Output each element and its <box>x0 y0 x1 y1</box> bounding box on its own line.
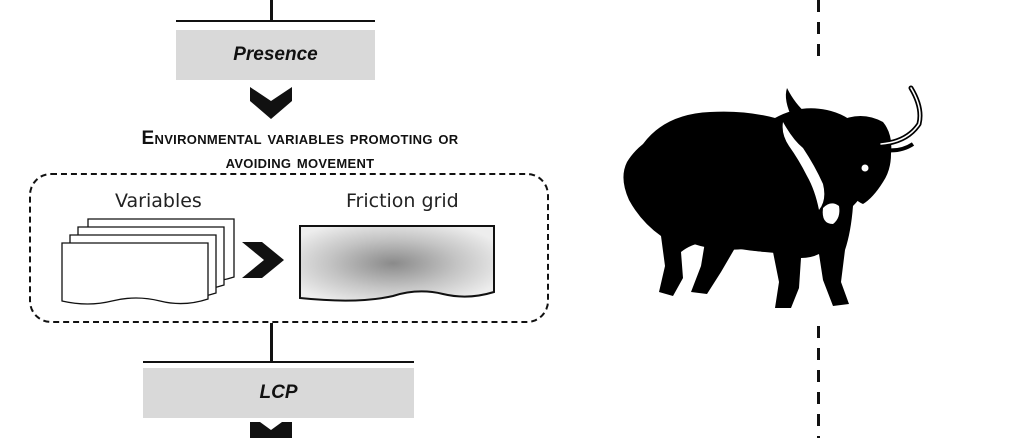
lcp-box: LCP <box>143 368 414 418</box>
presence-label: Presence <box>233 44 318 65</box>
chevron-right-icon <box>242 242 284 278</box>
environmental-variables-panel <box>29 173 549 323</box>
dashed-divider-bottom <box>817 326 820 438</box>
panel-heading-line1: Environmental variables promoting or <box>141 128 459 149</box>
dashed-divider-top <box>817 0 820 66</box>
yak-silhouette-icon <box>623 85 923 308</box>
lcp-label: LCP <box>259 382 298 403</box>
stacked-pages-icon <box>61 218 235 305</box>
connector-line-middle <box>270 323 273 363</box>
friction-grid-label: Friction grid <box>346 190 459 212</box>
connector-line-top <box>270 0 273 22</box>
friction-grid-image <box>299 225 495 302</box>
presence-box-top-edge <box>176 20 375 22</box>
chevron-down-icon-bottom <box>250 422 292 438</box>
panel-heading-line2: avoiding movement <box>225 152 375 173</box>
lcp-box-top-edge <box>143 361 414 363</box>
variables-label: Variables <box>115 190 202 212</box>
chevron-down-icon <box>250 87 292 119</box>
presence-box: Presence <box>176 30 375 80</box>
